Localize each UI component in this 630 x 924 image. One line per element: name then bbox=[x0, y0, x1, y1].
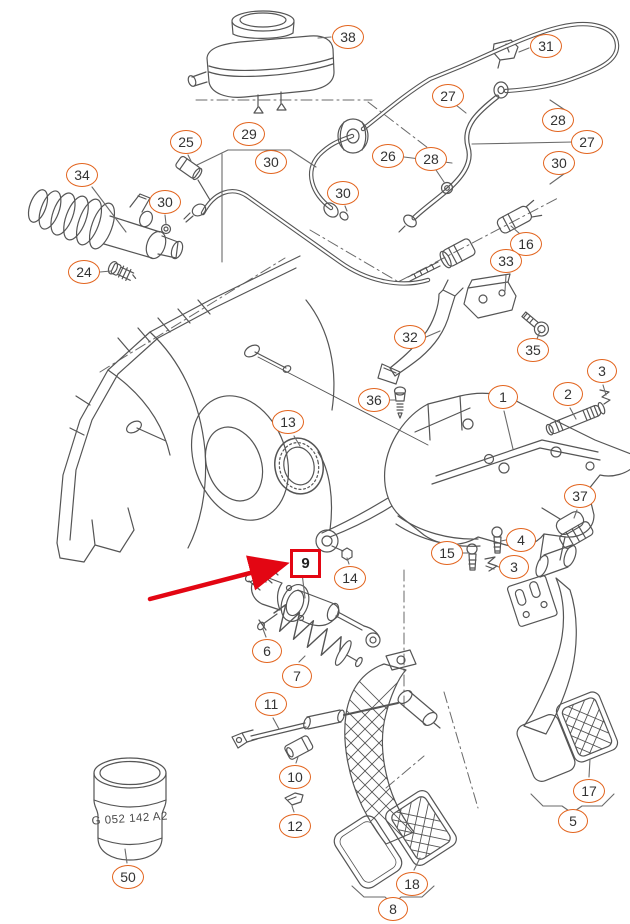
callout-29[interactable]: 29 bbox=[233, 122, 265, 146]
callout-12[interactable]: 12 bbox=[279, 814, 311, 838]
leader-line bbox=[504, 274, 507, 292]
callout-5[interactable]: 5 bbox=[558, 809, 588, 833]
callout-32[interactable]: 32 bbox=[394, 325, 426, 349]
fastener-parts bbox=[466, 526, 503, 572]
callout-26[interactable]: 26 bbox=[372, 144, 404, 168]
callout-7[interactable]: 7 bbox=[282, 664, 312, 688]
leader-line bbox=[272, 717, 280, 730]
leader-line bbox=[536, 330, 541, 340]
callout-37[interactable]: 37 bbox=[564, 484, 596, 508]
callout-33[interactable]: 33 bbox=[490, 249, 522, 273]
callout-3[interactable]: 3 bbox=[587, 359, 617, 383]
callout-30[interactable]: 30 bbox=[543, 151, 575, 175]
leader-line bbox=[295, 756, 299, 764]
callout-35[interactable]: 35 bbox=[517, 338, 549, 362]
leader-line bbox=[602, 384, 607, 396]
leader-line bbox=[413, 857, 421, 871]
leader-line bbox=[164, 214, 167, 225]
mount-bracket-part bbox=[463, 273, 550, 337]
firewall-panel bbox=[56, 255, 429, 563]
leader-line bbox=[425, 330, 441, 338]
leader-line bbox=[124, 848, 128, 864]
seal-ring-part bbox=[274, 437, 324, 495]
pedal-bracket-part bbox=[315, 392, 630, 561]
leader-line bbox=[588, 758, 591, 778]
grease-part-code: G 052 142 A2 bbox=[91, 810, 168, 827]
leader-line bbox=[518, 47, 530, 53]
callout-28[interactable]: 28 bbox=[415, 147, 447, 171]
leader-line bbox=[573, 509, 578, 519]
highlight-arrow bbox=[147, 555, 290, 602]
grease-container-part: G 052 142 A2 bbox=[91, 757, 168, 861]
leader-line bbox=[91, 186, 127, 233]
fluid-reservoir-part bbox=[187, 10, 335, 114]
callout-4[interactable]: 4 bbox=[506, 528, 536, 552]
leader-line bbox=[196, 149, 317, 168]
callout-38[interactable]: 38 bbox=[332, 25, 364, 49]
callout-2[interactable]: 2 bbox=[553, 382, 583, 406]
callout-11[interactable]: 11 bbox=[255, 692, 287, 716]
support-bracket-part bbox=[377, 279, 464, 419]
pivot-pin-part bbox=[545, 389, 611, 436]
leader-line bbox=[435, 169, 445, 183]
callout-18[interactable]: 18 bbox=[396, 872, 428, 896]
callout-27[interactable]: 27 bbox=[571, 130, 603, 154]
callout-6[interactable]: 6 bbox=[252, 639, 282, 663]
callout-36[interactable]: 36 bbox=[358, 388, 390, 412]
callout-50[interactable]: 50 bbox=[112, 865, 144, 889]
leader-line bbox=[500, 539, 507, 542]
callout-17[interactable]: 17 bbox=[573, 779, 605, 803]
leader-line bbox=[99, 270, 112, 273]
leader-line bbox=[346, 557, 350, 565]
leader-line bbox=[298, 655, 306, 663]
callout-30[interactable]: 30 bbox=[149, 190, 181, 214]
leader-line bbox=[471, 141, 574, 145]
callout-30[interactable]: 30 bbox=[327, 181, 359, 205]
callout-8[interactable]: 8 bbox=[378, 897, 408, 921]
quick-connector-parts bbox=[407, 199, 543, 282]
callout-28[interactable]: 28 bbox=[542, 108, 574, 132]
callout-24[interactable]: 24 bbox=[68, 260, 100, 284]
leader-line bbox=[503, 410, 514, 450]
highlight-arrow-line bbox=[147, 555, 290, 602]
callout-34[interactable]: 34 bbox=[66, 163, 98, 187]
leader-line bbox=[569, 407, 577, 420]
callout-1[interactable]: 1 bbox=[488, 385, 518, 409]
hydraulic-pipes bbox=[183, 22, 620, 286]
leader-line bbox=[293, 435, 301, 447]
callout-31[interactable]: 31 bbox=[530, 34, 562, 58]
leader-line bbox=[317, 36, 332, 39]
leader-line bbox=[455, 104, 467, 114]
leader-line bbox=[495, 565, 500, 568]
callout-10[interactable]: 10 bbox=[279, 765, 311, 789]
leader-line bbox=[187, 154, 192, 162]
callout-30[interactable]: 30 bbox=[255, 150, 287, 174]
highlighted-callout-9[interactable]: 9 bbox=[290, 549, 321, 578]
slave-cylinder-part bbox=[27, 155, 211, 281]
callout-25[interactable]: 25 bbox=[170, 130, 202, 154]
leader-line bbox=[291, 805, 295, 813]
callout-3[interactable]: 3 bbox=[499, 555, 529, 579]
callout-13[interactable]: 13 bbox=[272, 410, 304, 434]
callout-14[interactable]: 14 bbox=[334, 566, 366, 590]
leader-line bbox=[344, 205, 348, 212]
leader-line bbox=[262, 628, 267, 638]
callout-15[interactable]: 15 bbox=[431, 541, 463, 565]
highlighted-callout-number: 9 bbox=[301, 555, 310, 572]
pedal-switch-part bbox=[541, 507, 594, 549]
callout-27[interactable]: 27 bbox=[432, 84, 464, 108]
